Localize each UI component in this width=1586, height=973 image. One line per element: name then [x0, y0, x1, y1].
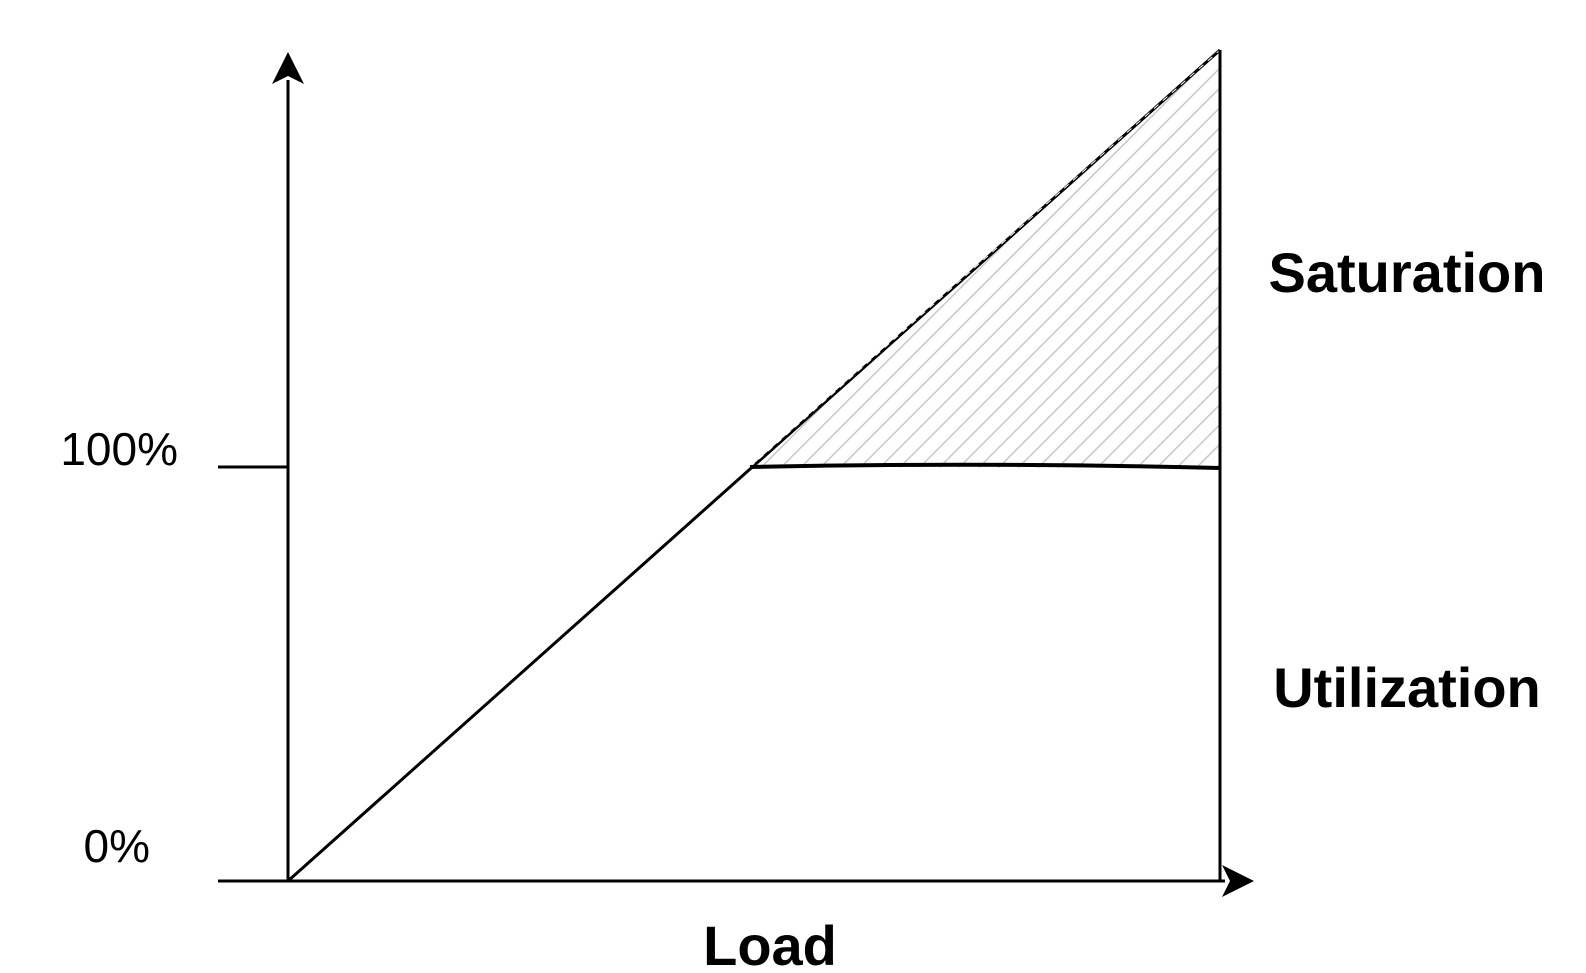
x-axis-arrowhead: [1222, 865, 1254, 897]
utilization-cap-line: [749, 462, 1221, 470]
saturation-hypotenuse: [749, 49, 1221, 468]
utilization-label: Utilization: [1273, 656, 1541, 719]
tick-label-100: 100%: [60, 423, 178, 475]
tick-label-0: 0%: [84, 820, 150, 872]
x-axis-label: Load: [703, 914, 837, 973]
saturation-label: Saturation: [1269, 241, 1546, 304]
y-axis-arrowhead: [272, 52, 304, 84]
